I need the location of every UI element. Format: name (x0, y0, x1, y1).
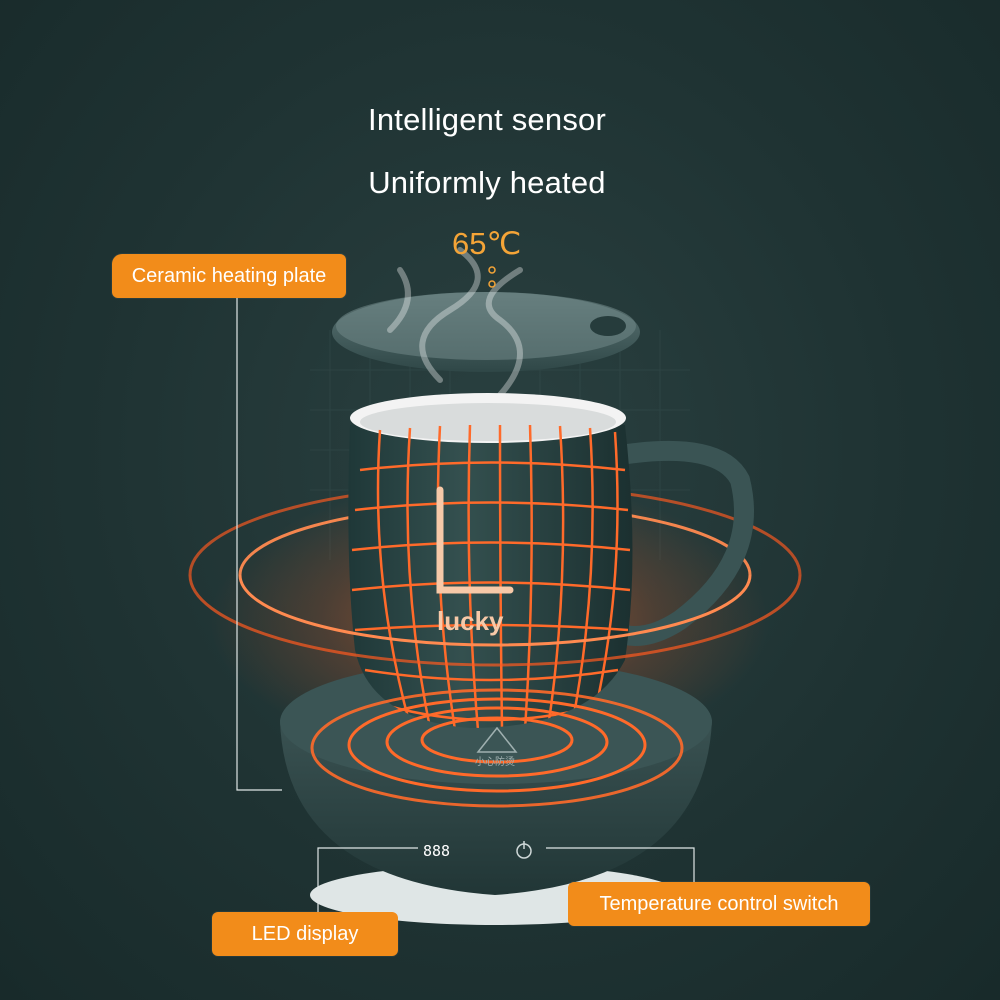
temperature-label: 65℃ (452, 226, 522, 261)
mug (348, 393, 633, 728)
hot-warning-icon (476, 726, 518, 753)
mug-lid (332, 292, 640, 372)
callout-led-display: LED display (212, 912, 398, 956)
mug-logo-letter (436, 486, 514, 594)
heat-rings-front (188, 574, 802, 667)
callout-temperature-control-switch: Temperature control switch (568, 882, 870, 926)
callout-ceramic-heating-plate: Ceramic heating plate (112, 254, 346, 298)
headline-uniformly-heated: Uniformly heated (368, 165, 606, 200)
headline-intelligent-sensor: Intelligent sensor (368, 102, 606, 137)
mug-brand-text: lucky (437, 606, 504, 636)
led-readout: 888 (423, 842, 450, 860)
mug-handle (618, 440, 754, 646)
steam (387, 247, 523, 398)
power-icon[interactable] (516, 841, 532, 859)
plate-warning-text: 小心防烫 (475, 755, 515, 768)
plate-heat-rings (310, 688, 684, 808)
